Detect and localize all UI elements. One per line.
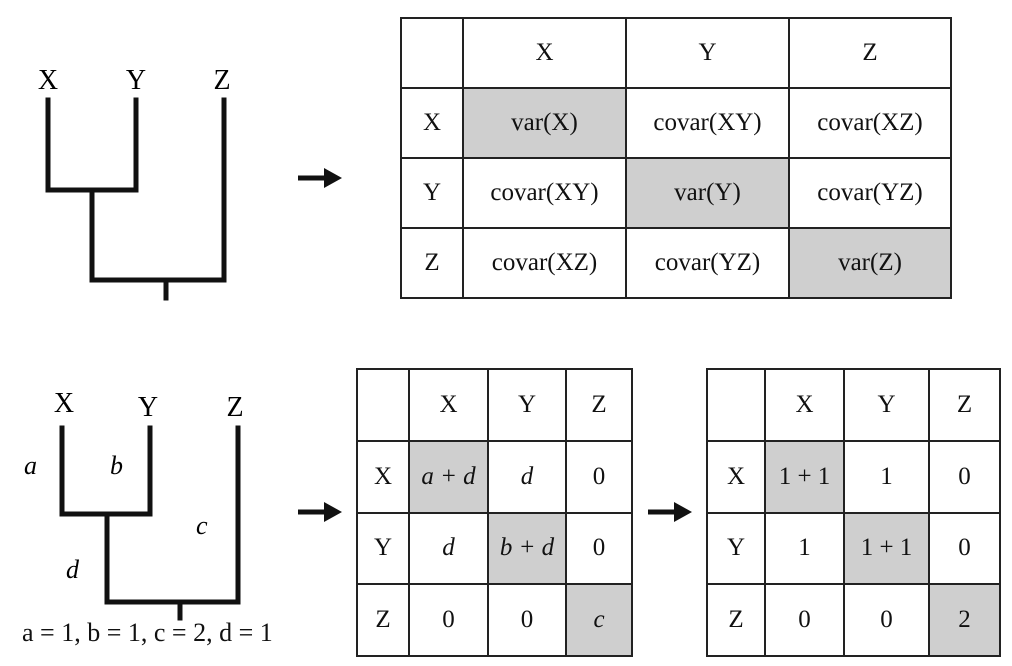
bottom-tree-leaf-y: Y: [138, 392, 158, 423]
bottom-tree-xy-clade: [59, 425, 153, 517]
matrix-row: X 1 + 1 1 0: [706, 439, 1001, 514]
matrix-cell: covar(YZ): [625, 227, 790, 299]
matrix-col-header: X: [408, 368, 489, 442]
matrix-diagonal-cell: 1 + 1: [843, 511, 930, 586]
matrix-row-header: Z: [356, 583, 410, 657]
matrix-corner-cell: [706, 368, 766, 442]
matrix-row: X a + d d 0: [356, 439, 633, 514]
branch-label-c: c: [196, 511, 208, 540]
matrix-cell: d: [408, 511, 489, 586]
matrix-row-header: Z: [706, 583, 766, 657]
matrix-cell: covar(YZ): [788, 157, 952, 229]
matrix-col-header: Z: [928, 368, 1001, 442]
matrix-cell: 0: [764, 583, 845, 657]
branch-label-d: d: [66, 555, 80, 584]
matrix-cell: 0: [565, 511, 633, 586]
matrix-col-header: X: [764, 368, 845, 442]
matrix-col-header: Y: [625, 17, 790, 89]
matrix-cell: d: [487, 439, 567, 514]
top-tree-leaf-z: Z: [213, 65, 230, 96]
bottom-tree-leaf-x: X: [54, 388, 74, 419]
matrix-diagonal-cell: 1 + 1: [764, 439, 845, 514]
matrix-row-header: X: [706, 439, 766, 514]
matrix-col-header: Z: [565, 368, 633, 442]
bottom-tree-branches: [59, 425, 241, 621]
matrix-diagonal-cell: 2: [928, 583, 1001, 657]
matrix-cell: 1: [764, 511, 845, 586]
top-tree-root-clade: [89, 97, 227, 283]
matrix-cell: 0: [928, 511, 1001, 586]
matrix-corner-cell: [356, 368, 410, 442]
matrix-row: Y 1 1 + 1 0: [706, 511, 1001, 586]
matrix-row: Z 0 0 c: [356, 583, 633, 657]
matrix-cell: 0: [928, 439, 1001, 514]
matrix-cell: covar(XY): [462, 157, 627, 229]
matrix-cell: 0: [565, 439, 633, 514]
branch-label-a: a: [24, 451, 37, 480]
matrix-cell: 0: [408, 583, 489, 657]
matrix-row: Z covar(XZ) covar(YZ) var(Z): [400, 227, 952, 299]
matrix-col-header: X: [462, 17, 627, 89]
top-tree-xy-clade: [45, 97, 139, 193]
symbolic-matrix: X Y Z X a + d d 0 Y d b + d 0 Z 0 0 c: [356, 368, 633, 657]
top-tree-leaf-x: X: [38, 65, 58, 96]
matrix-corner-cell: [400, 17, 464, 89]
matrix-col-header: Y: [487, 368, 567, 442]
top-tree-branches: [45, 97, 227, 301]
matrix-cell: 0: [487, 583, 567, 657]
top-arrow-icon: [298, 168, 342, 188]
matrix-row-header: Z: [400, 227, 464, 299]
matrix-cell: covar(XZ): [788, 87, 952, 159]
matrix-diagonal-cell: c: [565, 583, 633, 657]
numeric-matrix: X Y Z X 1 + 1 1 0 Y 1 1 + 1 0 Z 0 0 2: [706, 368, 1001, 657]
matrix-row-header: X: [356, 439, 410, 514]
matrix-diagonal-cell: var(X): [462, 87, 627, 159]
matrix-row-header: Y: [400, 157, 464, 229]
matrix-header-row: X Y Z: [706, 368, 1001, 442]
bottom-tree-leaf-z: Z: [226, 392, 243, 423]
bottom-tree-root-clade: [104, 425, 241, 605]
matrix-row-header: Y: [356, 511, 410, 586]
branch-label-b: b: [110, 451, 123, 480]
matrix-row-header: X: [400, 87, 464, 159]
matrix-row: Y covar(XY) var(Y) covar(YZ): [400, 157, 952, 229]
matrix-diagonal-cell: var(Y): [625, 157, 790, 229]
matrix-header-row: X Y Z: [400, 17, 952, 89]
matrix-cell: 0: [843, 583, 930, 657]
matrix-row: Y d b + d 0: [356, 511, 633, 586]
bottom-arrow-1-icon: [298, 502, 342, 522]
bottom-arrow-2-icon: [648, 502, 692, 522]
covariance-matrix: X Y Z X var(X) covar(XY) covar(XZ) Y cov…: [400, 17, 952, 299]
matrix-header-row: X Y Z: [356, 368, 633, 442]
matrix-diagonal-cell: a + d: [408, 439, 489, 514]
matrix-row: Z 0 0 2: [706, 583, 1001, 657]
matrix-col-header: Z: [788, 17, 952, 89]
branch-length-values: a = 1, b = 1, c = 2, d = 1: [22, 618, 273, 647]
matrix-row: X var(X) covar(XY) covar(XZ): [400, 87, 952, 159]
top-tree-leaf-y: Y: [126, 65, 146, 96]
matrix-diagonal-cell: var(Z): [788, 227, 952, 299]
matrix-row-header: Y: [706, 511, 766, 586]
matrix-cell: 1: [843, 439, 930, 514]
matrix-cell: covar(XZ): [462, 227, 627, 299]
matrix-diagonal-cell: b + d: [487, 511, 567, 586]
matrix-col-header: Y: [843, 368, 930, 442]
matrix-cell: covar(XY): [625, 87, 790, 159]
